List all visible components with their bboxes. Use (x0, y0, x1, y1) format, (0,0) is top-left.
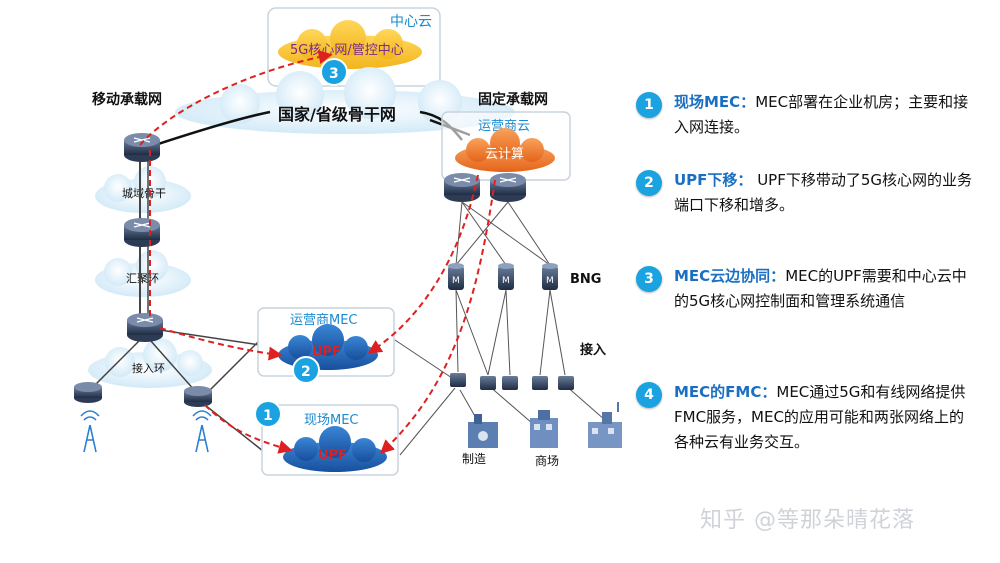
desc-head-3: MEC云边协同： (674, 267, 786, 285)
cloud-compute-label: 云计算 (485, 147, 524, 162)
mobile-bearer-label: 移动承载网 (92, 91, 162, 108)
dashed-core-to-center (139, 50, 333, 146)
center-cloud-label: 中心云 (390, 14, 432, 30)
desc-body-1: MEC部署在企业机房；主要和接入网连接。 (674, 93, 969, 136)
fixed-bearer-label: 固定承载网 (478, 91, 548, 108)
desc-text-4: MEC的FMC：MEC通过5G和有线网络提供FMC服务，MEC的应用可能和两张网… (674, 380, 974, 455)
badge-2-circle (292, 356, 320, 384)
access-label: 接入 (580, 342, 606, 358)
description-panel: 1 现场MEC：MEC部署在企业机房；主要和接入网连接。 2 UPF下移： UP… (636, 0, 986, 563)
desc-text-3: MEC云边协同：MEC的UPF需要和中心云中的5G核心网控制面和管理系统通信 (674, 264, 974, 314)
operator-mec-label: 运营商MEC (290, 313, 358, 328)
svg-text:M: M (452, 276, 460, 286)
desc-body-3: MEC的UPF需要和中心云中的5G核心网控制面和管理系统通信 (674, 267, 967, 310)
access-switch-5-icon (558, 376, 574, 390)
manufacturing-label: 制造 (462, 452, 486, 466)
antenna-right-icon (192, 410, 212, 453)
metro-backbone-label: 城域骨干 (122, 187, 166, 200)
dashed-agg-to-operator-mec (159, 327, 283, 361)
mall-icon (530, 410, 558, 448)
svg-text:M: M (546, 276, 554, 286)
desc-text-2: UPF下移： UPF下移带动了5G核心网的业务端口下移和增多。 (674, 168, 974, 218)
router-aggregation-icon (127, 313, 163, 342)
mall-label: 商场 (535, 453, 559, 468)
router-access-right-icon (184, 386, 212, 407)
router-fixed-right-icon (490, 173, 526, 202)
operator-mec-upf: UPF (312, 345, 341, 360)
access-ring-label: 接入环 (132, 362, 165, 375)
access-switch-3-icon (502, 376, 518, 390)
badge-2: 2 (301, 364, 311, 380)
operator-cloud-label: 运营商云 (478, 119, 530, 134)
onsite-mec-upf: UPF (318, 448, 347, 463)
antenna-left-icon (80, 410, 100, 453)
router-metro-icon (124, 218, 160, 247)
dashed-access-to-onsite-mec (204, 404, 293, 454)
desc-head-4: MEC的FMC： (674, 383, 777, 401)
dashed-cloud-to-onsite-mec (379, 179, 496, 454)
core-ctrl-label: 5G核心网/管控中心 (290, 43, 404, 58)
badge-1-circle (254, 400, 282, 428)
aggregation-ring-label: 汇聚环 (126, 272, 159, 285)
desc-head-2: UPF下移： (674, 171, 753, 189)
desc-num-2: 2 (636, 170, 662, 196)
bng-device-2-icon: M (498, 263, 514, 290)
desc-num-1: 1 (636, 92, 662, 118)
router-access-left-icon (74, 382, 102, 403)
bng-label: BNG (570, 272, 601, 287)
desc-num-4: 4 (636, 382, 662, 408)
badge-1: 1 (263, 408, 273, 424)
desc-body-2: UPF下移带动了5G核心网的业务端口下移和增多。 (674, 171, 973, 214)
network-diagram: 中心云 5G核心网/管控中心 3 国家/省级骨干网 移动承载网 固定承载网 运营… (74, 7, 622, 476)
backbone-label: 国家/省级骨干网 (278, 105, 396, 124)
backbone-cloud (175, 67, 515, 134)
aggregation-ring-cloud (95, 250, 191, 297)
dashed-cloud-to-operator-mec (367, 174, 479, 354)
badge-3: 3 (329, 66, 339, 82)
desc-head-1: 现场MEC： (674, 93, 756, 111)
building-icon (588, 402, 622, 448)
router-fixed-left-icon (444, 173, 480, 202)
desc-text-1: 现场MEC：MEC部署在企业机房；主要和接入网连接。 (674, 90, 974, 140)
watermark: 知乎 @等那朵晴花落 (700, 508, 915, 533)
svg-text:M: M (502, 276, 510, 286)
access-switch-1-icon (450, 373, 466, 387)
factory-icon (468, 414, 498, 448)
router-core-icon (124, 133, 160, 162)
badge-3-circle (320, 58, 348, 86)
bng-device-1-icon: M (448, 263, 464, 290)
desc-num-3: 3 (636, 266, 662, 292)
onsite-mec-upf-cloud (283, 426, 387, 472)
access-switch-2-icon (480, 376, 496, 390)
bng-device-3-icon: M (542, 263, 558, 290)
access-switch-4-icon (532, 376, 548, 390)
desc-body-4: MEC通过5G和有线网络提供FMC服务，MEC的应用可能和两张网络上的各种云有业… (674, 383, 966, 451)
onsite-mec-label: 现场MEC (304, 413, 359, 428)
cloud-compute-cloud (455, 128, 555, 172)
